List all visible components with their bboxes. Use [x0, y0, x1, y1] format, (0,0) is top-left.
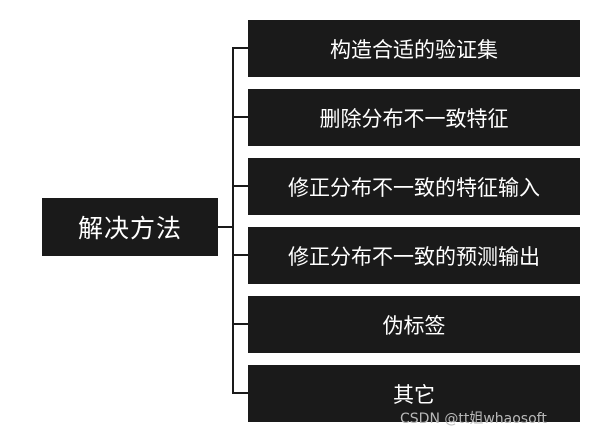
branch-node-fix-feature-input: 修正分布不一致的特征输入 [248, 158, 580, 215]
branch-connector-4 [232, 254, 248, 256]
root-node: 解决方法 [42, 198, 218, 256]
branch-connector-5 [232, 323, 248, 325]
branch-node-remove-features: 删除分布不一致特征 [248, 89, 580, 146]
vertical-spine-line [232, 48, 234, 394]
branch-node-other: 其它 [248, 365, 580, 422]
branch-connector-1 [232, 47, 248, 49]
branch-connector-3 [232, 185, 248, 187]
branch-node-fix-prediction-output: 修正分布不一致的预测输出 [248, 227, 580, 284]
branch-connector-6 [232, 392, 248, 394]
watermark-text: CSDN @tt姐whaosoft [400, 411, 547, 427]
root-connector-line [218, 226, 233, 228]
branch-node-pseudo-label: 伪标签 [248, 296, 580, 353]
branch-node-validation-set: 构造合适的验证集 [248, 20, 580, 77]
branch-connector-2 [232, 116, 248, 118]
